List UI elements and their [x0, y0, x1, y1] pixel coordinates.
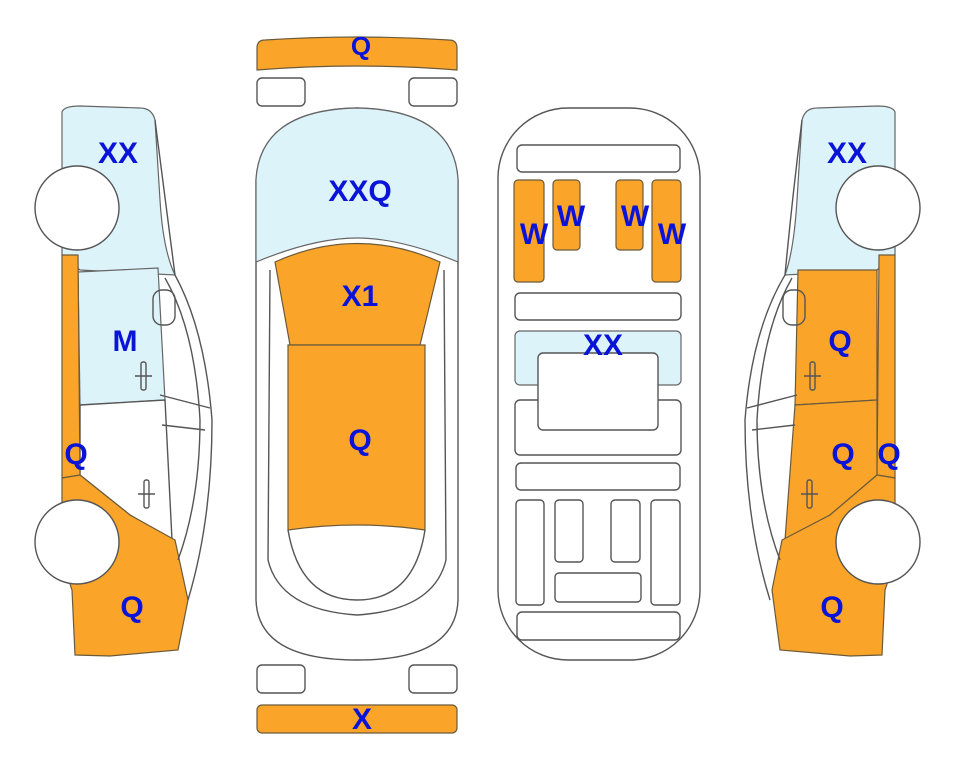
top-side-lines	[267, 269, 447, 616]
left-roof-line	[164, 277, 201, 561]
underside-panel[interactable]	[515, 462, 681, 491]
front-roof[interactable]	[274, 242, 441, 346]
door-handle-icon	[135, 361, 152, 391]
left-rear-wheel[interactable]	[34, 499, 120, 585]
right-sill-label: Q	[877, 438, 900, 471]
windshield[interactable]	[255, 107, 459, 263]
left-door-line	[159, 394, 211, 431]
right-door-line	[746, 394, 798, 431]
front-bumper[interactable]	[256, 36, 458, 71]
seat-label: W	[621, 200, 650, 233]
right-rear-wheel[interactable]	[835, 499, 921, 585]
rear-bumper[interactable]	[256, 704, 458, 734]
underside-panel[interactable]	[554, 572, 642, 603]
middle-label: XX	[583, 329, 623, 362]
door-handle-icon	[804, 361, 821, 391]
left-sill-label: Q	[64, 438, 87, 471]
underside-panel[interactable]	[516, 144, 681, 173]
right-front-wheel[interactable]	[835, 165, 921, 251]
left-window-label: M	[113, 325, 138, 358]
roof-label: Q	[348, 424, 371, 457]
rear-bumper-label: X	[352, 703, 372, 736]
seat-label: W	[658, 218, 687, 251]
right-roof-line	[756, 277, 793, 561]
right-rear-label: Q	[820, 591, 843, 624]
right-rear-door-label: Q	[831, 438, 854, 471]
right-front-label: XX	[827, 137, 867, 170]
underside-panel[interactable]	[514, 292, 682, 321]
right-side-view: XX Q Q Q Q	[744, 105, 921, 657]
underside-panel[interactable]	[515, 499, 545, 606]
front-bumper-label: Q	[351, 31, 371, 61]
left-rear-label: Q	[120, 591, 143, 624]
underside-panel[interactable]	[554, 499, 584, 563]
underside-center-box[interactable]	[537, 352, 659, 431]
underside-panel[interactable]	[650, 499, 681, 606]
underside-panel[interactable]	[516, 611, 681, 641]
right-front-door-label: Q	[828, 325, 851, 358]
left-mirror	[152, 289, 176, 326]
seat-panel[interactable]	[651, 179, 682, 283]
seat-label: W	[557, 200, 586, 233]
right-mirror	[782, 289, 806, 326]
windshield-label: XXQ	[328, 175, 391, 208]
right-rear-mirror[interactable]	[408, 664, 458, 694]
left-body-outline	[154, 119, 213, 601]
left-side-view: XX M Q Q	[34, 105, 213, 657]
seat-label: W	[520, 218, 549, 251]
left-front-label: XX	[98, 137, 138, 170]
door-handle-icon	[801, 479, 818, 509]
seat-panel[interactable]	[513, 179, 545, 283]
underside-view: W W W W XX	[497, 107, 701, 661]
left-rear-mirror[interactable]	[256, 664, 306, 694]
seat-panel[interactable]	[615, 179, 644, 251]
left-front-mirror[interactable]	[256, 77, 306, 107]
door-handle-icon	[138, 479, 155, 509]
underside-outline	[497, 107, 701, 661]
front-roof-label: X1	[342, 280, 379, 313]
underside-panel[interactable]	[610, 499, 641, 563]
seat-panel[interactable]	[552, 179, 581, 251]
right-body-outline	[744, 119, 803, 601]
top-view: Q XXQ X1 Q X	[255, 31, 459, 736]
left-front-wheel[interactable]	[34, 165, 120, 251]
right-front-mirror[interactable]	[408, 77, 458, 107]
